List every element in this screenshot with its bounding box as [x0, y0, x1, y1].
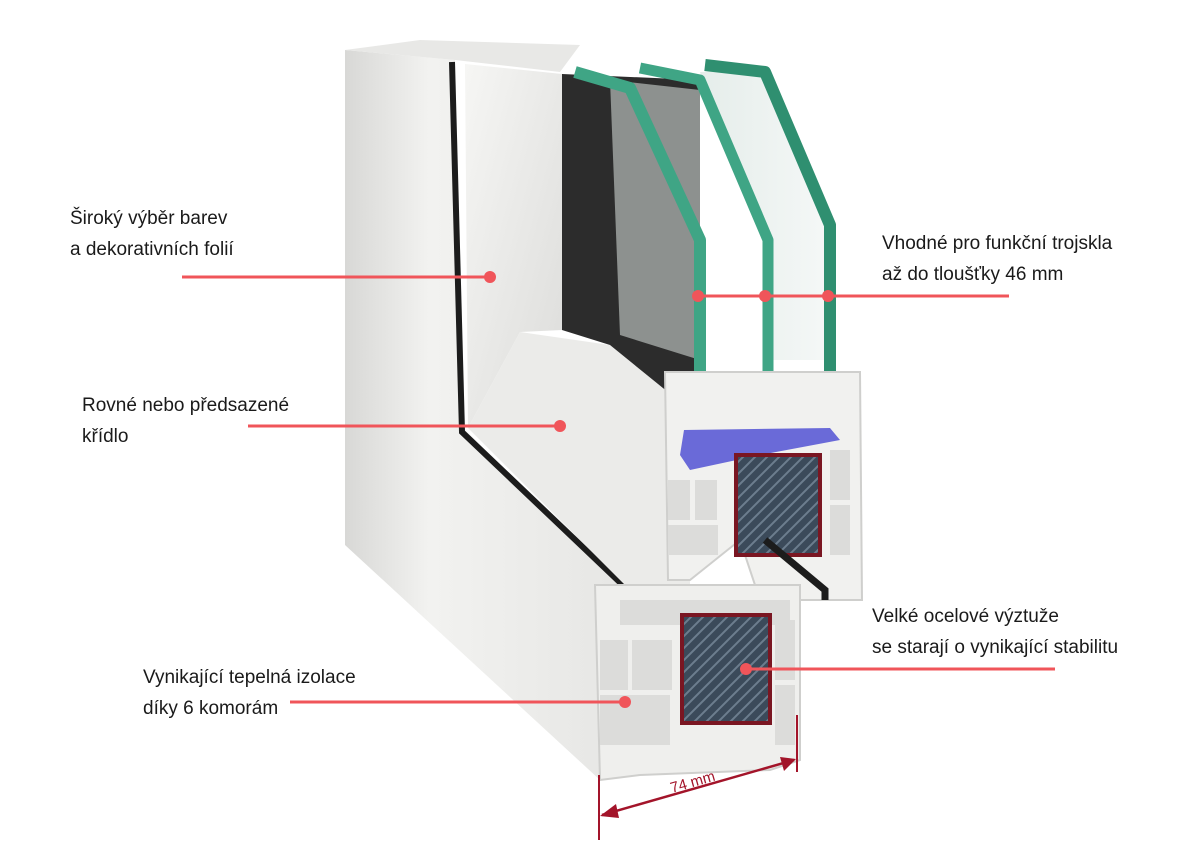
glass-pane-2 — [638, 62, 774, 420]
callout-line: se starají o vynikající stabilitu — [872, 637, 1119, 658]
callout-line: a dekorativních folií — [70, 239, 234, 260]
callout-line: díky 6 komorám — [143, 698, 279, 719]
callout-line: Vhodné pro funkční trojskla — [882, 233, 1113, 254]
sash-gasket — [762, 537, 829, 600]
callout-line: Vynikající tepelná izolace — [143, 667, 356, 688]
callout-colors: Široký výběr barev a dekorativních folií — [70, 203, 234, 265]
frame-face — [345, 50, 625, 780]
sash-chambers — [668, 450, 850, 555]
frame-top — [345, 40, 580, 72]
callout-markers — [182, 271, 1055, 708]
glass-pane-1 — [573, 66, 706, 420]
frame-chambers — [600, 600, 795, 745]
callout-triple-glazing: Vhodné pro funkční trojskla až do tloušť… — [882, 228, 1112, 290]
callout-line: Rovné nebo předsazené — [82, 395, 290, 416]
sash-face — [465, 64, 562, 428]
callout-line: Velké ocelové výztuže — [872, 606, 1059, 627]
glass-pane-3 — [704, 59, 836, 420]
dimension-arrow-right — [780, 757, 796, 771]
dimension-line — [601, 758, 795, 817]
callout-line: křídlo — [82, 426, 129, 447]
callout-line: až do tloušťky 46 mm — [882, 264, 1064, 285]
glass-interior — [610, 80, 700, 360]
callout-steel: Velké ocelové výztuže se starají o vynik… — [872, 601, 1118, 663]
glazing-seal — [680, 428, 840, 470]
callout-insulation: Vynikající tepelná izolace díky 6 komorá… — [143, 662, 356, 724]
callout-sash: Rovné nebo předsazené křídlo — [82, 390, 289, 452]
frame-steel-reinforcement — [680, 613, 772, 725]
callout-line: Široký výběr barev — [70, 208, 228, 229]
dimension-arrow-left — [600, 804, 619, 818]
sash-steel-reinforcement — [734, 453, 822, 557]
sash-bevel — [468, 332, 690, 590]
frame-gasket — [449, 61, 633, 595]
